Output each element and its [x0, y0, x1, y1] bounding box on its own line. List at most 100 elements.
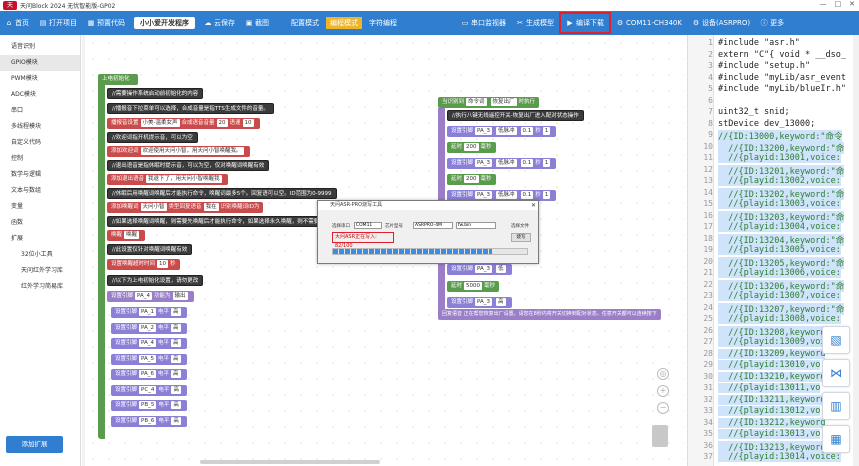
pin-dropdown[interactable]: PA_2 — [139, 323, 156, 332]
pin-dropdown[interactable]: PB_6 — [139, 416, 157, 425]
pin-dropdown[interactable]: PA_6 — [139, 370, 156, 378]
level-dropdown[interactable]: 低脉冲 — [496, 159, 517, 167]
sidebar-item[interactable]: 文本与数组 — [11, 187, 42, 194]
sidebar-item[interactable]: 自定义代码 — [11, 139, 42, 146]
mini-program-button[interactable]: 小小爱开发程序 — [134, 17, 195, 29]
comment-block[interactable]: //以下为上电初始化设置，请勿更改 — [107, 275, 204, 286]
level-dropdown[interactable]: 高 — [171, 416, 181, 425]
sidebar-item[interactable]: 红外学习简易库 — [21, 283, 64, 290]
pin-dropdown[interactable]: PA_3 — [475, 191, 492, 199]
pin-dropdown[interactable]: PA_1 — [139, 308, 156, 316]
comment-block[interactable]: //此设置仅针对唤醒词唤醒有效 — [107, 244, 193, 255]
sidebar-item[interactable]: 数学与逻辑 — [11, 171, 42, 178]
minimize-button[interactable]: — — [819, 0, 827, 8]
comment-block[interactable]: //退出语音是指休眠时提示音，可以为空，仅对唤醒词唤醒有效 — [107, 160, 270, 171]
level-dropdown[interactable]: 低脉冲 — [496, 191, 517, 199]
port-dropdown[interactable]: COM11 — [354, 222, 382, 229]
level-dropdown[interactable]: 高 — [171, 401, 181, 409]
delay-field[interactable]: 200 — [464, 143, 479, 151]
home-button[interactable]: ⌂首页 — [0, 11, 34, 35]
flash-button[interactable]: 烧写 — [511, 233, 531, 242]
maximize-button[interactable]: □ — [834, 0, 842, 8]
sidebar-item[interactable]: 串口 — [11, 107, 24, 114]
volume-field[interactable]: 20 — [216, 119, 228, 127]
level-dropdown[interactable]: 高 — [496, 298, 506, 306]
serial-monitor-button[interactable]: ▭串口监视器 — [456, 11, 511, 35]
sidebar-item[interactable]: 多线程模块 — [11, 123, 42, 130]
voice-dropdown[interactable]: 小美-温柔女声 — [140, 119, 180, 127]
zoom-out-button[interactable]: − — [657, 402, 669, 414]
duration-field[interactable]: 0.1 — [520, 191, 534, 199]
count-field[interactable]: 1 — [542, 191, 551, 199]
level-dropdown[interactable]: 低脉冲 — [496, 127, 517, 135]
block-workspace[interactable]: 上电初始化 //需要操作系统启动前初始化的内容 //播报音下拉菜单可以选择，合成… — [85, 35, 685, 466]
pin-dropdown[interactable]: PA_3 — [475, 127, 492, 135]
comment-block[interactable]: //执行八键无线遥控开关-恢复出厂进入配对状态操作 — [447, 110, 584, 121]
sidebar-item[interactable]: 函数 — [11, 219, 24, 226]
sidebar-item[interactable]: 控制 — [11, 155, 24, 162]
wake-word-block[interactable]: 添加唤醒词天问小智类型回复语音我在识别唤醒词ID为 — [107, 202, 264, 213]
level-dropdown[interactable]: 高 — [171, 323, 181, 332]
speed-field[interactable]: 10 — [242, 119, 254, 127]
compile-download-button[interactable]: ▶编译下载 — [559, 12, 611, 34]
level-dropdown[interactable]: 高 — [171, 385, 181, 394]
port-select[interactable]: ⚙COM11-CH340K — [611, 11, 687, 35]
level-dropdown[interactable]: 高 — [171, 339, 181, 347]
pin-dropdown[interactable]: PA_3 — [475, 265, 492, 273]
trigger-word-dropdown[interactable]: 恢复出厂 — [490, 98, 517, 106]
reply-voice-block[interactable]: 回复语音 正在帮您恢复出厂设置，请您在8秒内将开关切换到配对状态，任意开关都可以… — [438, 309, 661, 320]
pin-dropdown[interactable]: PA_3 — [475, 159, 492, 167]
timeout-field[interactable]: 10 — [157, 260, 169, 268]
welcome-block[interactable]: 添加欢迎词欢迎使用天问小智，用天问小智唤醒我。 — [107, 146, 250, 157]
pin-dropdown[interactable]: PA_4 — [139, 339, 156, 347]
level-dropdown[interactable]: 高 — [171, 354, 181, 363]
delay-field[interactable]: 200 — [464, 175, 479, 183]
code-scrollbar[interactable] — [853, 35, 859, 466]
exit-text-field[interactable]: 我退下了，用天问小智唤醒我 — [146, 175, 222, 183]
device-select[interactable]: ⚙设备(ASRPRO) — [687, 11, 755, 35]
zoom-in-button[interactable]: + — [657, 385, 669, 397]
recenter-button[interactable]: ◎ — [657, 368, 669, 380]
pin-dropdown[interactable]: PA_4 — [135, 292, 152, 300]
char-mode-tab[interactable]: 字符编程 — [369, 19, 397, 27]
close-button[interactable]: ✕ — [849, 0, 855, 8]
comment-block[interactable]: //休眠后用唤醒词唤醒后才能执行命令，唤醒词最多5个。回复语可以空。ID范围为0… — [107, 188, 337, 199]
comment-block[interactable]: //播报音下拉菜单可以选择，合成音量是指TTS生成文件的音量。 — [107, 103, 274, 114]
screenshot-button[interactable]: ▣截图 — [240, 11, 274, 35]
level-dropdown[interactable]: 高 — [171, 370, 181, 378]
sidebar-item[interactable]: ADC模块 — [11, 91, 36, 98]
wake-mode-block[interactable]: 唤醒唤醒 — [107, 230, 146, 241]
config-mode-tab[interactable]: 配置模式 — [291, 19, 319, 27]
qrcode-icon[interactable]: ▦ — [822, 425, 850, 453]
comment-block[interactable]: //欢迎词指开机提示音，可以为空 — [107, 132, 198, 143]
file-path-field[interactable]: fw.bin — [456, 222, 496, 229]
graphic-mode-tab[interactable]: 编程模式 — [326, 17, 362, 29]
welcome-text-field[interactable]: 欢迎使用天问小智，用天问小智唤醒我。 — [140, 147, 244, 155]
sidebar-item[interactable]: GPIO模块 — [0, 55, 80, 71]
sidebar-item[interactable]: 32位小工具 — [21, 251, 53, 258]
sidebar-item[interactable]: PWM模块 — [11, 75, 38, 82]
exit-voice-block[interactable]: 添加退出语音我退下了，用天问小智唤醒我 — [107, 174, 228, 185]
wake-mode-dropdown[interactable]: 唤醒 — [124, 231, 140, 239]
trash-icon[interactable] — [652, 425, 668, 447]
sidebar-scrollbar[interactable] — [82, 35, 85, 466]
pin-dropdown[interactable]: PA_5 — [139, 354, 156, 363]
